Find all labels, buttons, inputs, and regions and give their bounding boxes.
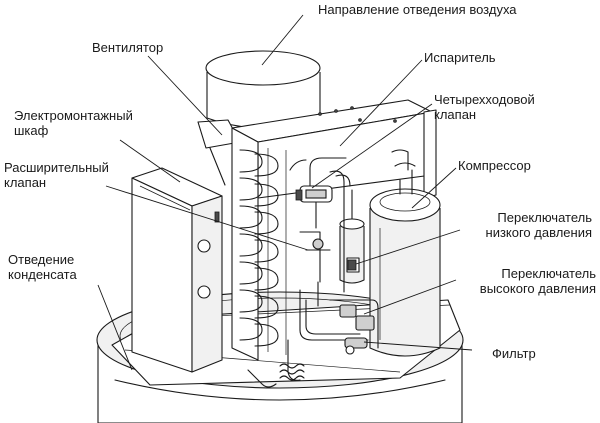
leader-electrical-box (119, 139, 181, 183)
leader-four-way-valve (311, 103, 433, 189)
leader-filter (363, 341, 473, 351)
label-high-pressure-switch: Переключатель высокого давления (480, 266, 596, 296)
expansion-valve (299, 231, 331, 283)
leader-low-pressure-switch (355, 229, 461, 265)
label-electrical-box: Электромонтажный шкаф (14, 108, 133, 138)
label-electrical-box-line-1: Электромонтажный (14, 108, 133, 123)
label-electrical-box-line-2: шкаф (14, 123, 49, 138)
electrical-box (131, 167, 223, 373)
label-four-way-valve: Четырехходовой клапан (434, 92, 535, 122)
leader-evaporator (339, 59, 423, 147)
label-four-way-valve-line-1: Четырехходовой (434, 92, 535, 107)
leader-compressor (411, 167, 457, 209)
compressor (369, 162, 441, 357)
pressure-switches (339, 259, 375, 331)
label-filter: Фильтр (492, 346, 536, 361)
label-compressor: Компрессор (458, 158, 531, 173)
evaporator-housing (231, 99, 437, 361)
label-condensate-drain-line-1: Отведение (8, 252, 75, 267)
leader-high-pressure-switch (363, 279, 457, 315)
refrigerant-piping (287, 149, 409, 381)
label-condensate-drain-line-2: конденсата (8, 267, 77, 282)
leader-lines (97, 14, 473, 371)
label-high-pressure-switch-line-2: высокого давления (479, 281, 596, 296)
four-way-valve (295, 157, 347, 229)
label-evaporator: Испаритель (424, 50, 496, 65)
leader-condensate-drain (97, 284, 133, 371)
label-low-pressure-switch-line-2: низкого давления (485, 225, 592, 240)
label-fan: Вентилятор (92, 40, 164, 55)
label-low-pressure-switch: Переключатель низкого давления (486, 210, 592, 240)
label-expansion-valve-line-2: клапан (4, 175, 47, 190)
label-four-way-valve-line-2: клапан (434, 107, 477, 122)
leader-air-exhaust (261, 14, 304, 66)
evaporator-coil (239, 148, 287, 355)
filter-drier (344, 337, 368, 355)
leader-fan (147, 55, 223, 136)
label-low-pressure-switch-line-1: Переключатель (497, 210, 592, 225)
label-condensate-drain: Отведение конденсата (8, 252, 77, 282)
condensate-drain-hose (247, 363, 305, 388)
label-expansion-valve: Расширительный клапан (4, 160, 109, 190)
label-air-exhaust-direction: Направление отведения воздуха (318, 2, 517, 17)
label-expansion-valve-line-1: Расширительный (4, 160, 109, 175)
leader-expansion-valve (105, 185, 309, 251)
label-high-pressure-switch-line-1: Переключатель (501, 266, 596, 281)
fan-housing (197, 50, 321, 186)
